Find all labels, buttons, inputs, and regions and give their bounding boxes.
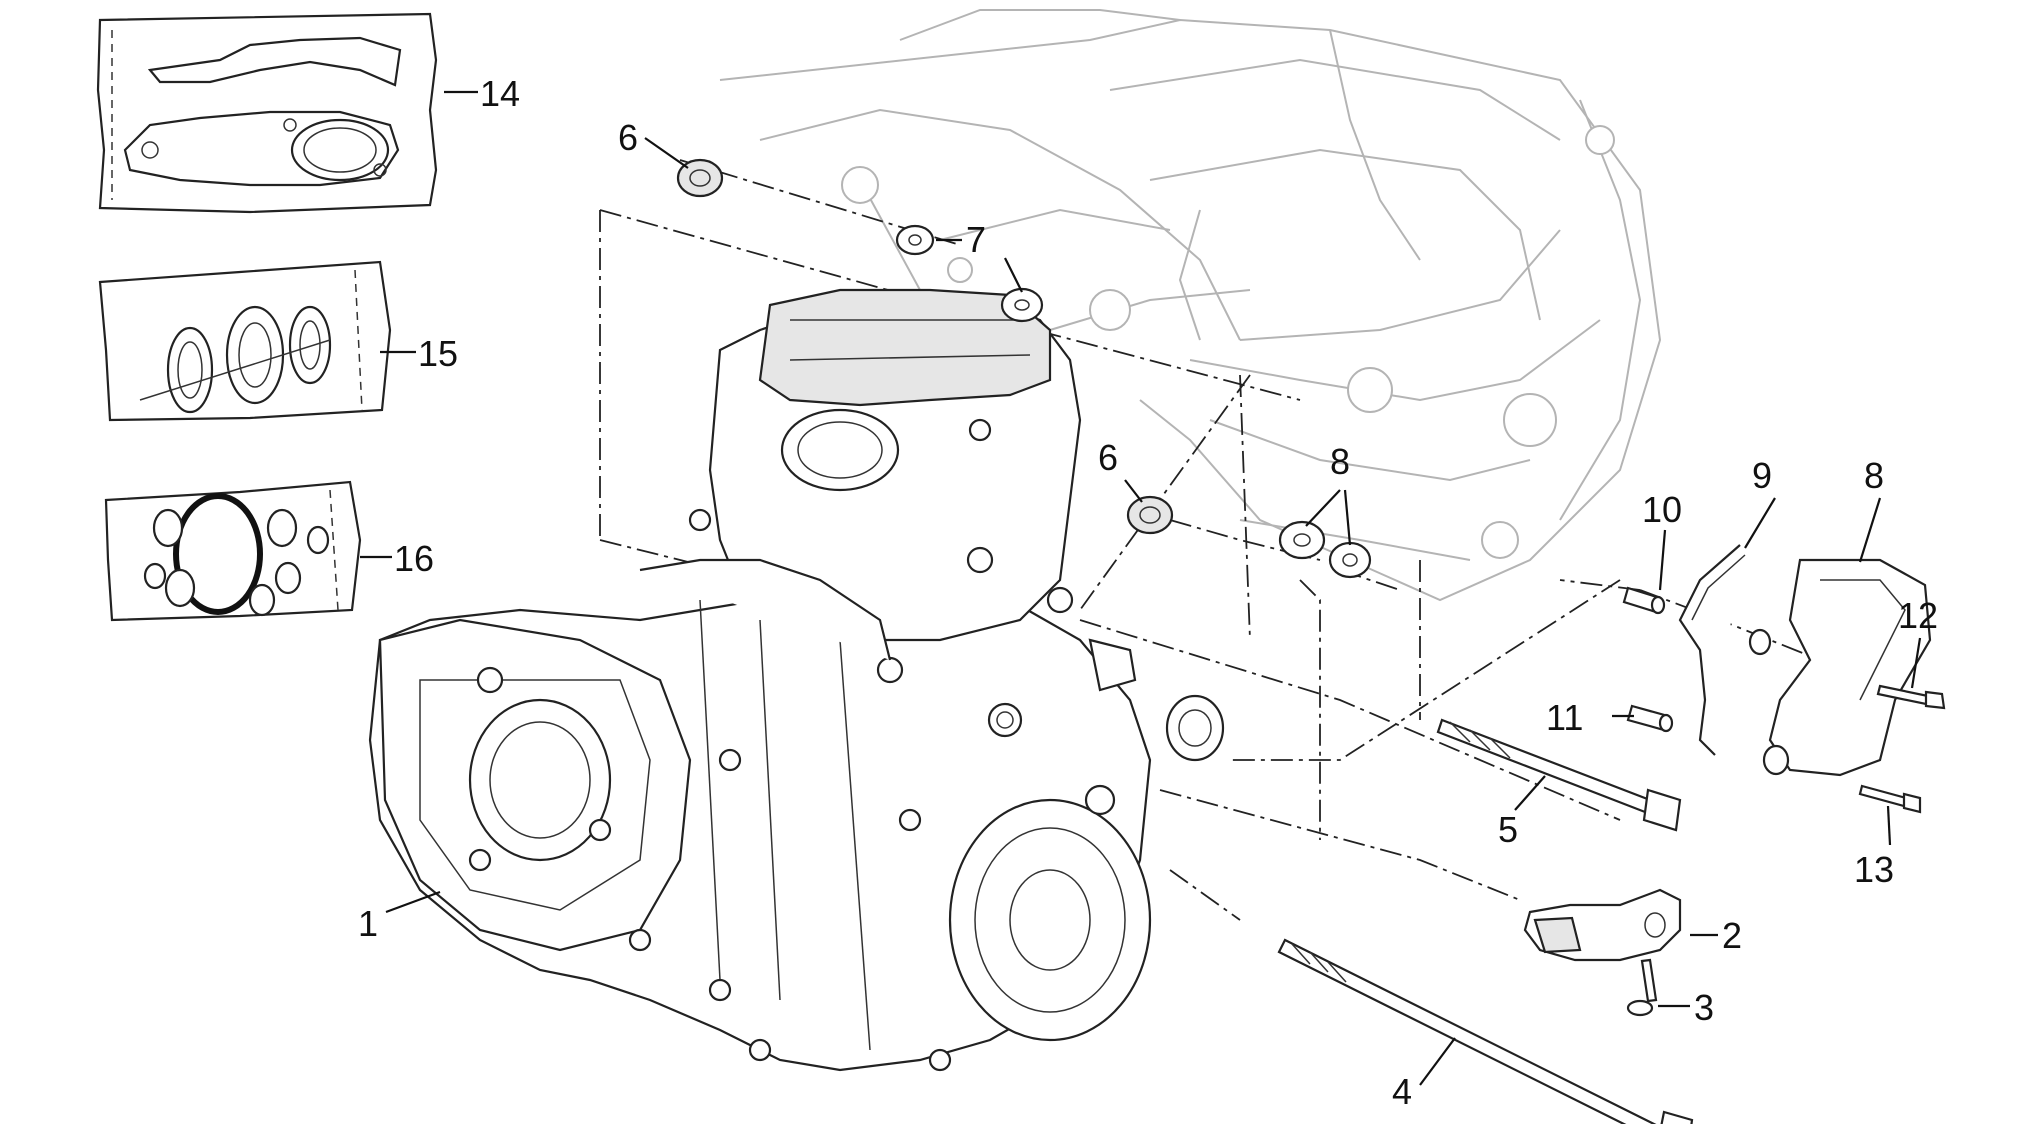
rubber-bush-lower [1126, 495, 1174, 535]
callout-2: 2 [1722, 915, 1742, 956]
callout-6-lower: 6 [1098, 437, 1118, 478]
callout-7: 7 [966, 219, 986, 260]
callout-6-upper: 6 [618, 117, 638, 158]
spacer-12 [1626, 704, 1674, 733]
washer-8b [1328, 541, 1372, 579]
engine-assembly [368, 288, 1225, 1072]
washer-7a [895, 224, 935, 256]
callout-1: 1 [358, 903, 378, 944]
callout-8: 8 [1330, 441, 1350, 482]
callout-9: 8 [1864, 455, 1884, 496]
screw-3 [1626, 958, 1658, 1017]
callout-4: 4 [1392, 1071, 1412, 1112]
leader-lines [360, 90, 1922, 1086]
callout-11: 10 [1642, 489, 1682, 530]
callout-14: 13 [1854, 849, 1894, 890]
seal-kit-bag [98, 260, 392, 422]
rubber-bush-upper [676, 158, 724, 198]
spacer-11 [1622, 586, 1666, 615]
frame-outline [719, 9, 1662, 602]
washer-8a [1278, 520, 1326, 560]
bolt-5 [1436, 718, 1682, 832]
bracket-2 [1523, 888, 1682, 962]
o-ring-kit-bag [104, 480, 362, 622]
long-bolt-4 [1277, 938, 1694, 1124]
callout-15: 14 [480, 73, 520, 114]
callout-10: 9 [1752, 455, 1772, 496]
screw-13 [1876, 684, 1946, 710]
callout-12: 11 [1546, 697, 1583, 738]
screw-14 [1858, 784, 1922, 814]
washer-7b [1000, 287, 1044, 323]
callout-16: 15 [418, 333, 458, 374]
callout-13: 12 [1898, 595, 1938, 636]
callout-labels: 14 15 16 6 7 6 8 10 9 8 12 11 5 13 2 3 4… [358, 73, 1938, 1112]
callout-3: 3 [1694, 987, 1714, 1028]
wire-bracket-10 [1678, 544, 1746, 756]
callout-17: 16 [394, 538, 434, 579]
callout-5: 5 [1498, 809, 1518, 850]
gasket-kit-bag [96, 12, 438, 214]
guard-plate-9 [1748, 558, 1932, 777]
